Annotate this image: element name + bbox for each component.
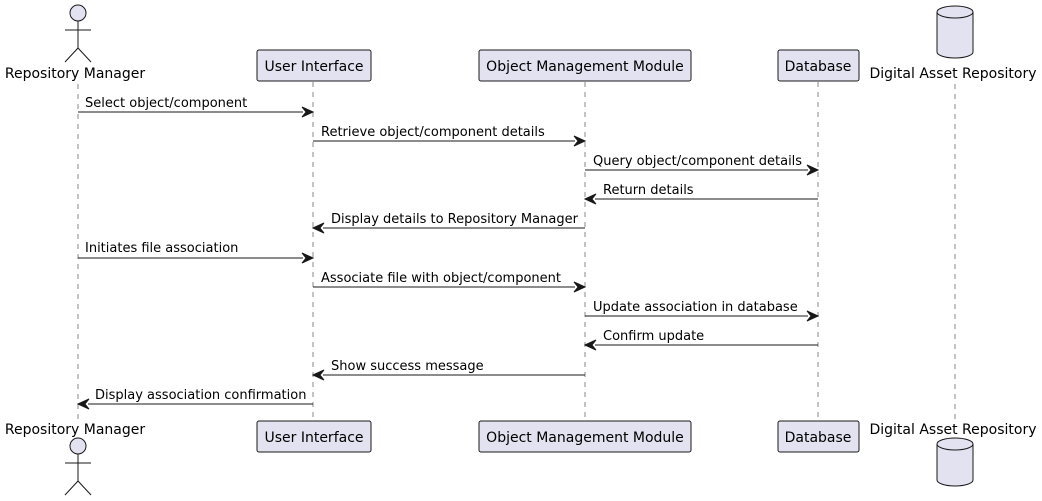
participant-label: User Interface: [264, 59, 363, 75]
message-label: Confirm update: [603, 329, 704, 344]
actor-head-icon: [69, 437, 87, 455]
actor-repository-manager-top: Repository Manager: [5, 4, 146, 82]
message-retrieve-details: Retrieve object/component details: [313, 125, 587, 147]
arrowhead-icon: [583, 193, 597, 205]
participant-database-top: Database: [777, 49, 860, 82]
participant-label: Object Management Module: [486, 430, 684, 446]
message-label: Retrieve object/component details: [321, 125, 545, 140]
participant-database-bottom: Database: [777, 420, 860, 453]
message-display-details: Display details to Repository Manager: [311, 212, 585, 234]
arrowhead-icon: [311, 369, 325, 381]
arrowhead-icon: [806, 310, 820, 322]
actor-repository-manager-bottom: Repository Manager: [5, 422, 146, 496]
participant-box: [777, 420, 860, 453]
message-show-success: Show success message: [311, 359, 585, 381]
database-label: Digital Asset Repository: [869, 422, 1036, 438]
message-select-object: Select object/component: [78, 96, 315, 118]
actor-head-icon: [69, 4, 87, 22]
arrowhead-icon: [573, 135, 587, 147]
database-cylinder-icon: [936, 437, 974, 487]
message-query-details: Query object/component details: [585, 154, 820, 176]
message-label: Initiates file association: [85, 241, 238, 256]
message-update-association: Update association in database: [585, 300, 820, 322]
message-return-details: Return details: [583, 183, 818, 205]
message-label: Display association confirmation: [95, 388, 306, 403]
participant-box: [256, 420, 372, 453]
participant-label: Database: [785, 59, 852, 75]
arrowhead-icon: [301, 106, 315, 118]
participant-label: Database: [785, 430, 852, 446]
participant-object-management-module-bottom: Object Management Module: [478, 420, 692, 453]
participant-label: Object Management Module: [486, 59, 684, 75]
message-label: Associate file with object/component: [321, 271, 561, 286]
message-label: Query object/component details: [593, 154, 802, 169]
participant-box: [256, 49, 372, 82]
participant-box: [777, 49, 860, 82]
arrowhead-icon: [76, 398, 90, 410]
arrowhead-icon: [301, 252, 315, 264]
message-associate-file: Associate file with object/component: [313, 271, 587, 293]
message-label: Return details: [603, 183, 694, 198]
database-digital-asset-repository-top: Digital Asset Repository: [869, 5, 1037, 82]
arrowhead-icon: [311, 222, 325, 234]
participant-box: [478, 49, 692, 82]
database-digital-asset-repository-bottom: Digital Asset Repository: [869, 422, 1037, 487]
database-cylinder-icon: [936, 5, 974, 59]
message-confirm-update: Confirm update: [583, 329, 818, 351]
participant-box: [478, 420, 692, 453]
participant-label: User Interface: [264, 430, 363, 446]
message-display-confirmation: Display association confirmation: [76, 388, 313, 410]
arrowhead-icon: [583, 339, 597, 351]
participant-user-interface-bottom: User Interface: [256, 420, 372, 453]
arrowhead-icon: [573, 281, 587, 293]
message-label: Update association in database: [593, 300, 798, 315]
actor-label: Repository Manager: [5, 422, 146, 438]
message-label: Select object/component: [85, 96, 247, 111]
actor-label: Repository Manager: [5, 66, 146, 82]
participant-object-management-module-top: Object Management Module: [478, 49, 692, 82]
message-initiate-association: Initiates file association: [78, 241, 315, 264]
message-label: Display details to Repository Manager: [331, 212, 579, 227]
arrowhead-icon: [806, 164, 820, 176]
database-label: Digital Asset Repository: [869, 66, 1036, 82]
participant-user-interface-top: User Interface: [256, 49, 372, 82]
message-label: Show success message: [331, 359, 484, 374]
